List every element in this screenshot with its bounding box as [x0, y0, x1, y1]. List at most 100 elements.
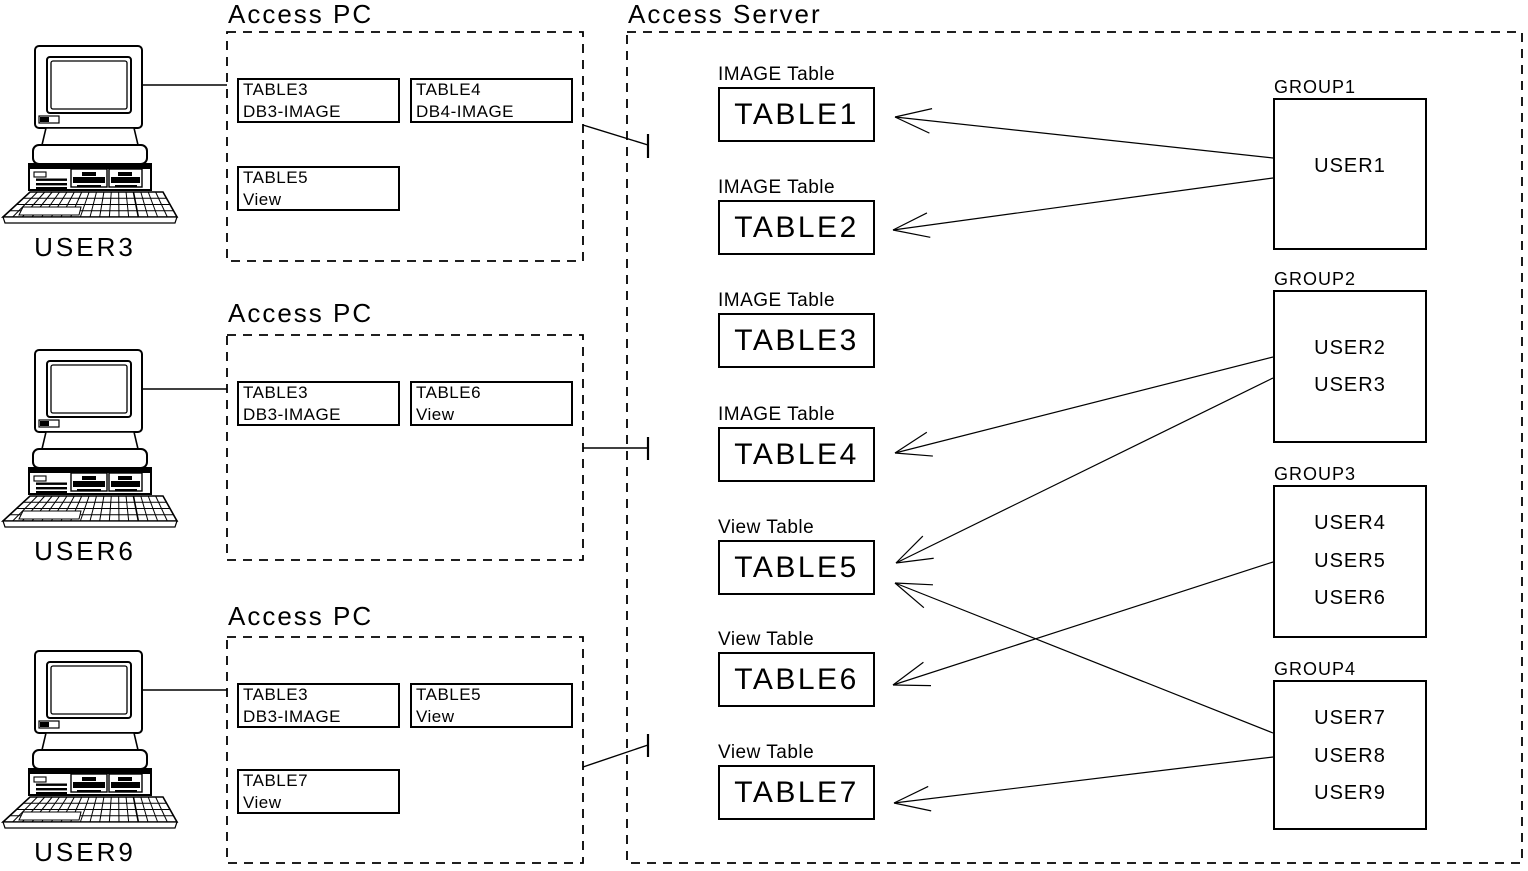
keyboard-key-line	[132, 191, 140, 218]
keyboard-key-line	[155, 191, 168, 218]
floppy-slot	[82, 777, 96, 781]
pc-table-card-name: TABLE6	[416, 383, 482, 402]
grant-arrowhead	[894, 116, 930, 134]
pc-table-card-name: TABLE3	[243, 383, 309, 402]
computer-icon	[0, 650, 179, 829]
grant-arrowhead	[892, 661, 924, 686]
floppy-slot	[77, 790, 101, 793]
vent-button	[33, 475, 47, 482]
grant-arrow-GROUP2-TABLE4	[894, 356, 1274, 457]
power-indicator-led	[40, 117, 49, 122]
pc-table-card	[410, 683, 573, 728]
pc-table-card	[410, 381, 573, 426]
vent-slot	[36, 178, 67, 181]
keyboard-key-line	[132, 796, 140, 823]
keyboard-key-line	[125, 796, 130, 823]
grant-arrowhead	[893, 785, 929, 804]
computer-icon	[0, 45, 179, 224]
keyboard-key-line	[125, 191, 130, 218]
floppy-slot	[115, 790, 137, 793]
server-table-box: TABLE7	[718, 765, 875, 820]
keyboard-key-line	[12, 495, 38, 522]
pc-table-card	[237, 381, 400, 426]
connector-stub-1	[582, 124, 650, 158]
vent-slot	[36, 183, 67, 186]
pc-table-card-type: DB4-IMAGE	[416, 102, 515, 121]
group-user-label: USER6	[1314, 587, 1386, 609]
group-title: GROUP3	[1274, 464, 1357, 484]
connector-stub-3	[582, 734, 650, 768]
keyboard-key-line	[79, 796, 90, 823]
keyboard-key-line	[147, 191, 159, 218]
grant-line	[894, 116, 1274, 159]
group-user-label: USER5	[1314, 550, 1386, 572]
keyboard-key-line	[99, 796, 105, 823]
group-user-label: USER9	[1314, 782, 1386, 804]
vent-slot	[36, 187, 67, 190]
keyboard-key-line	[155, 796, 168, 823]
keyboard-key-line	[99, 191, 105, 218]
system-unit-trim	[30, 770, 150, 774]
keyboard-key-line	[108, 796, 112, 823]
access-pc-title: Access PC	[228, 601, 374, 631]
keyboard-key-line	[140, 495, 149, 522]
grant-line	[892, 177, 1274, 231]
floppy-slot	[77, 489, 101, 492]
keyboard-key-line	[155, 495, 168, 522]
floppy-slot	[77, 185, 101, 188]
group-box	[1273, 680, 1427, 830]
server-table-type-label: View Table	[718, 742, 815, 763]
vent-slot	[36, 783, 67, 786]
keyboard-key-line	[140, 796, 149, 823]
grant-arrowhead	[894, 108, 933, 118]
screen	[50, 364, 128, 414]
group-box	[1273, 485, 1427, 638]
group-user-label: USER2	[1314, 337, 1386, 359]
group-user-label: USER7	[1314, 707, 1386, 729]
keyboard-key-line	[89, 191, 97, 218]
vent-slot	[36, 487, 67, 490]
pc-table-card-type: View	[243, 190, 282, 209]
grant-arrowhead	[895, 535, 924, 564]
group-title: GROUP1	[1274, 77, 1357, 97]
grant-arrowhead	[894, 431, 928, 454]
connector-line	[582, 744, 649, 768]
grant-arrow-GROUP3-TABLE6	[892, 561, 1274, 687]
floppy-slot	[111, 177, 140, 183]
group-user-label: USER3	[1314, 374, 1386, 396]
keyboard-key-line	[79, 191, 90, 218]
floppy-slot	[115, 489, 137, 492]
access-pc-border-3	[226, 636, 584, 864]
floppy-slot	[118, 172, 132, 176]
group-title: GROUP2	[1274, 269, 1357, 289]
server-table-box: TABLE6	[718, 652, 875, 707]
floppy-slot	[111, 481, 140, 487]
pc-table-card	[237, 769, 400, 814]
connector-stub-2	[583, 437, 650, 460]
pc-table-card-name: TABLE3	[243, 685, 309, 704]
pc-table-card-name: TABLE5	[243, 168, 309, 187]
access-pc-title: Access PC	[228, 298, 374, 328]
group-user-label: USER4	[1314, 512, 1386, 534]
pc-table-card-type: DB3-IMAGE	[243, 707, 342, 726]
grant-line	[893, 756, 1274, 804]
floppy-slot	[115, 185, 137, 188]
connector-line	[582, 124, 649, 146]
vent-slot	[36, 491, 67, 494]
group-user-label: USER8	[1314, 745, 1386, 767]
grant-arrowhead	[894, 452, 933, 457]
pc-table-card-type: View	[243, 793, 282, 812]
floppy-slot	[82, 172, 96, 176]
access-pc-title: Access PC	[228, 0, 374, 29]
grant-line	[895, 377, 1274, 564]
vent-slot	[36, 792, 67, 795]
grant-arrowhead	[894, 582, 933, 586]
system-unit-trim	[30, 469, 150, 473]
pc-table-card-type: View	[416, 405, 455, 424]
floppy-slot	[111, 782, 140, 788]
keyboard-key-line	[125, 495, 130, 522]
floppy-slot	[73, 782, 105, 788]
keyboard-key-line	[12, 796, 38, 823]
computer-user-label: USER9	[34, 837, 136, 867]
